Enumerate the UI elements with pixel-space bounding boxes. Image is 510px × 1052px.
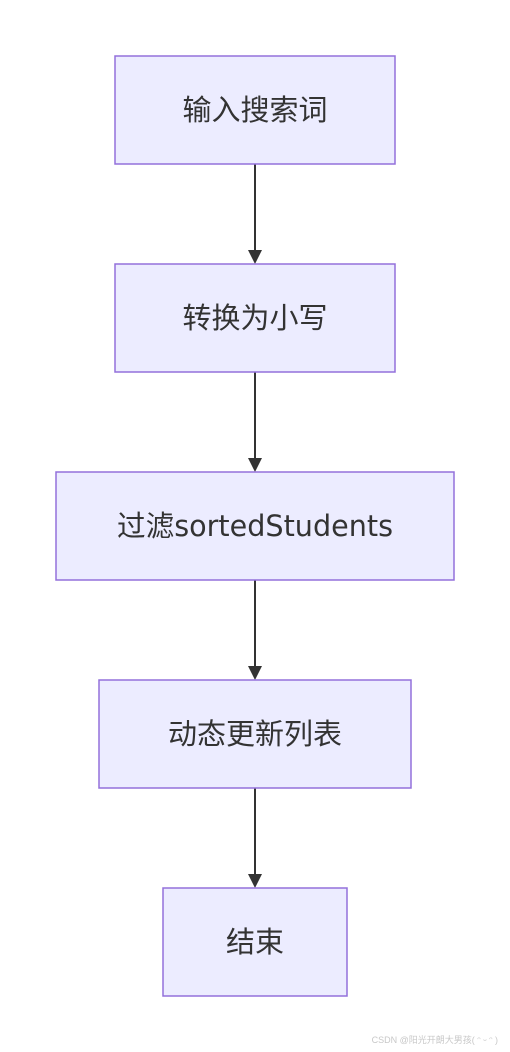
edge-input-to-lowercase [248,164,262,264]
node-box [55,471,455,581]
arrowhead-icon [248,250,262,264]
node-box [98,679,412,789]
edge-filter-to-update [248,580,262,680]
arrowhead-icon [248,458,262,472]
node-label: 转换为小写 [182,301,327,335]
edge-lowercase-to-filter [248,372,262,472]
node-filter: 过滤sortedStudents [55,471,455,581]
node-end: 结束 [162,887,348,997]
watermark: CSDN @阳光开朗大男孩( ᵔ ᵕ ᵔ ) [371,1035,498,1045]
node-label: 结束 [226,925,284,959]
arrowhead-icon [248,666,262,680]
node-update: 动态更新列表 [98,679,412,789]
node-box [114,263,396,373]
node-label: 输入搜索词 [182,93,327,127]
node-label: 过滤sortedStudents [117,509,393,543]
node-lowercase: 转换为小写 [114,263,396,373]
edge-update-to-end [248,788,262,888]
nodes: 输入搜索词 转换为小写 过滤sortedStudents 动态更新列表 结束 [55,55,455,997]
edges [248,164,262,888]
node-label: 动态更新列表 [168,717,342,751]
node-box [114,55,396,165]
node-box [162,887,348,997]
node-input: 输入搜索词 [114,55,396,165]
arrowhead-icon [248,874,262,888]
